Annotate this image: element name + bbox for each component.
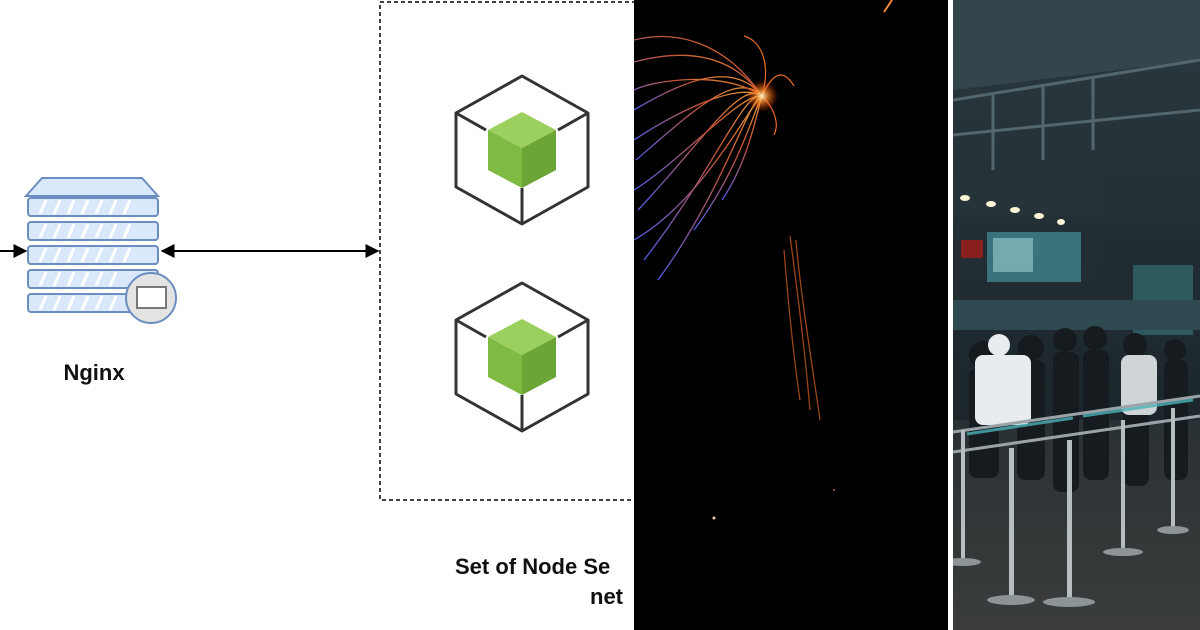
diagram-canvas: Nginx Set of Node Se net — [0, 1, 634, 609]
server-with-monitor-icon — [23, 177, 177, 324]
group-caption-line2: net — [590, 584, 624, 609]
server-label: Nginx — [63, 360, 125, 385]
node-group-container — [379, 1, 634, 501]
panel-divider — [948, 0, 953, 630]
train-station-queue-photo — [953, 0, 1200, 630]
architecture-diagram: Nginx Set of Node Se net — [0, 1, 634, 609]
nodejs-cube-icon — [454, 74, 590, 226]
fireworks-photo — [634, 0, 948, 630]
fireworks-image — [634, 0, 893, 520]
station-image — [953, 0, 1200, 630]
nodejs-cube-icon — [454, 281, 590, 433]
group-caption-line1: Set of Node Se — [455, 554, 610, 579]
